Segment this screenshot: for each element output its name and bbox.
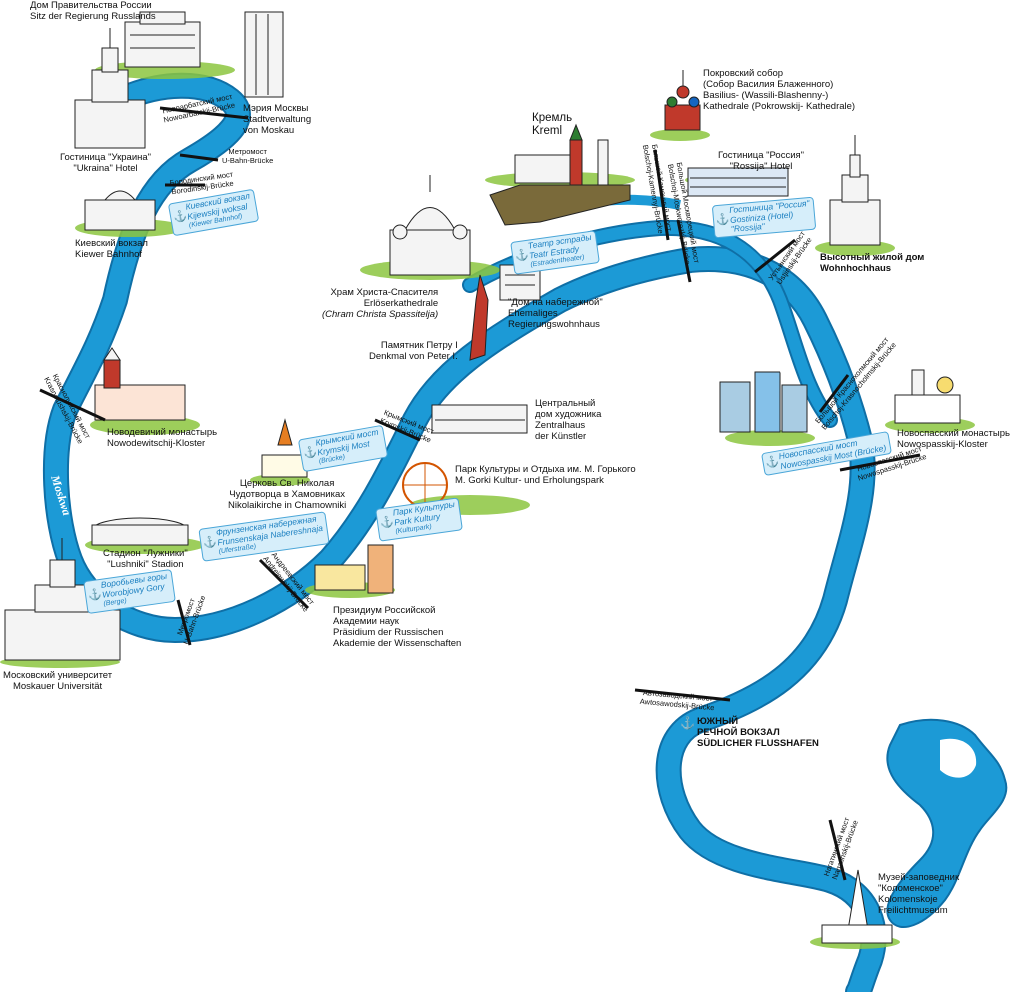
moskva-river	[42, 72, 887, 992]
label-hotel-ukraina: Гостиница "Украина""Ukraina" Hotel	[60, 152, 152, 174]
anchor-icon: ⚓	[302, 446, 319, 461]
anchor-icon: ⚓	[172, 210, 189, 225]
anchor-icon: ⚓	[202, 536, 218, 550]
label-pokrovsky: Покровский собор(Собор Василия Блаженног…	[703, 68, 856, 112]
anchor-icon: ⚓	[715, 213, 731, 227]
anchor-icon: ⚓	[764, 455, 781, 470]
anchor-icon: ⚓	[514, 249, 530, 264]
anchor-icon: ⚓	[680, 716, 695, 730]
anchor-icon: ⚓	[87, 588, 103, 603]
lake-top	[940, 738, 977, 778]
building-icon	[4, 11, 961, 944]
lake	[886, 718, 1008, 929]
label-kolomenskoe: Музей-заповедник"Коломенское"Kolomenskoj…	[878, 872, 960, 916]
anchor-icon: ⚓	[379, 516, 395, 530]
label-hotel-rossia: Гостиница "Россия""Rossija" Hotel	[718, 150, 805, 172]
label-luzhniki: Стадион "Лужники""Lushniki" Stadion	[103, 548, 188, 570]
bridge-icon	[39, 106, 921, 881]
